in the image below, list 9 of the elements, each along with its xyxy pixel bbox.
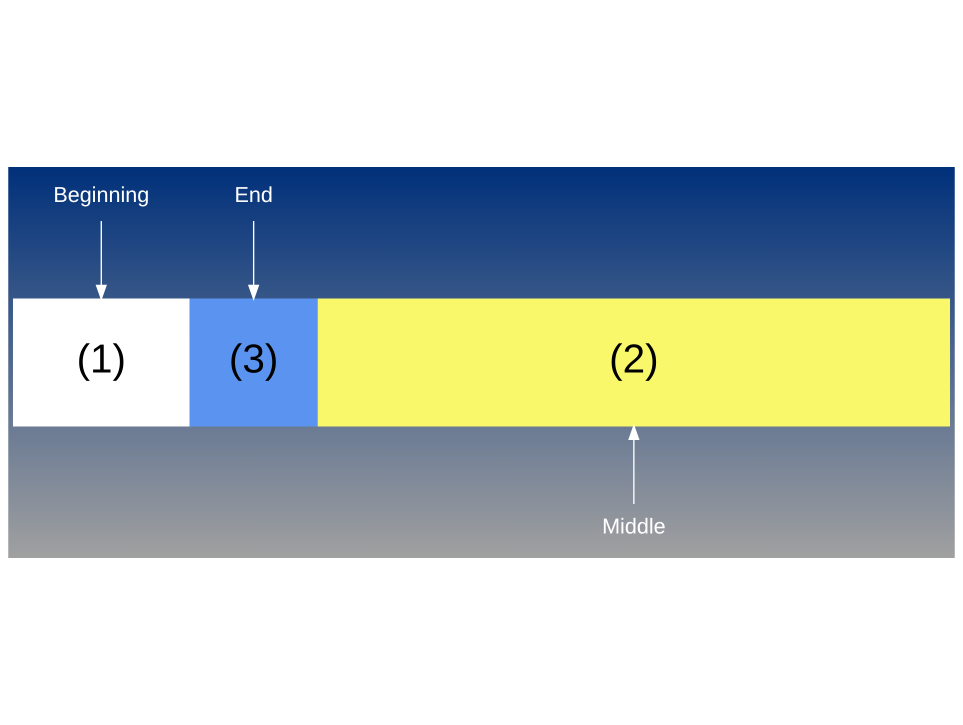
arrow	[248, 221, 260, 301]
arrow	[628, 424, 640, 504]
node-box: (1)	[12, 298, 190, 427]
node-box: (3)	[190, 298, 318, 427]
node-text: Beginning	[53, 182, 150, 207]
node-box: (2)	[318, 298, 950, 427]
arrow	[96, 221, 107, 301]
node-text: Middle	[602, 513, 666, 538]
node-text: End	[234, 182, 273, 207]
